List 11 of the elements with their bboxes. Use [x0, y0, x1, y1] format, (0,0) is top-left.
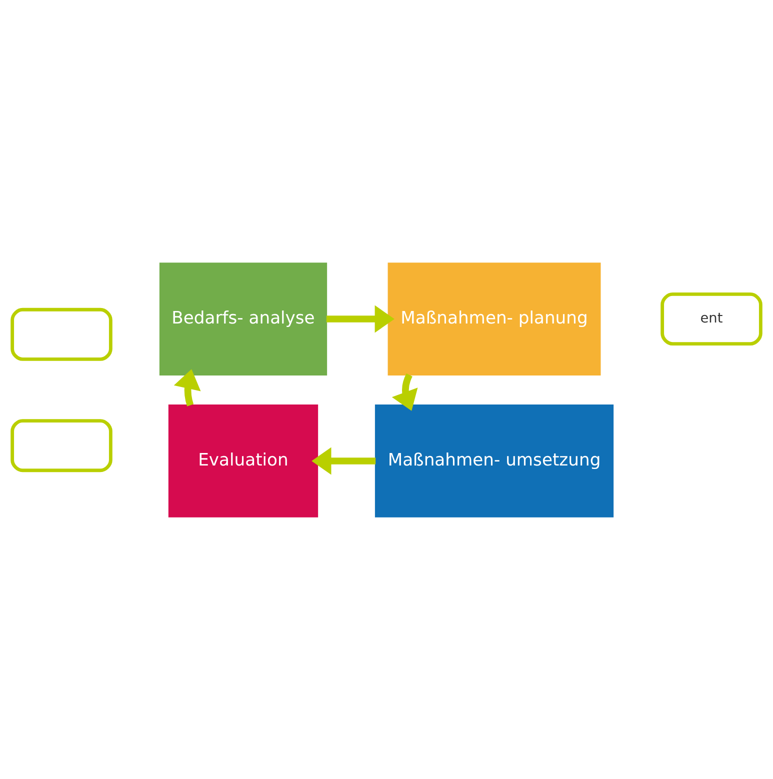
arrow — [392, 372, 418, 410]
node-box: ent — [660, 292, 762, 346]
node-box — [10, 307, 112, 360]
arrow — [174, 368, 201, 406]
node-box: Maßnahmen- planung — [388, 262, 601, 375]
node-box: Maßnahmen- umsetzung — [374, 404, 614, 517]
node-box: Evaluation — [168, 404, 318, 517]
node-box: Bedarfs- analyse — [159, 262, 328, 375]
node-box — [10, 418, 112, 472]
arrow — [312, 446, 376, 474]
arrow — [326, 304, 394, 332]
